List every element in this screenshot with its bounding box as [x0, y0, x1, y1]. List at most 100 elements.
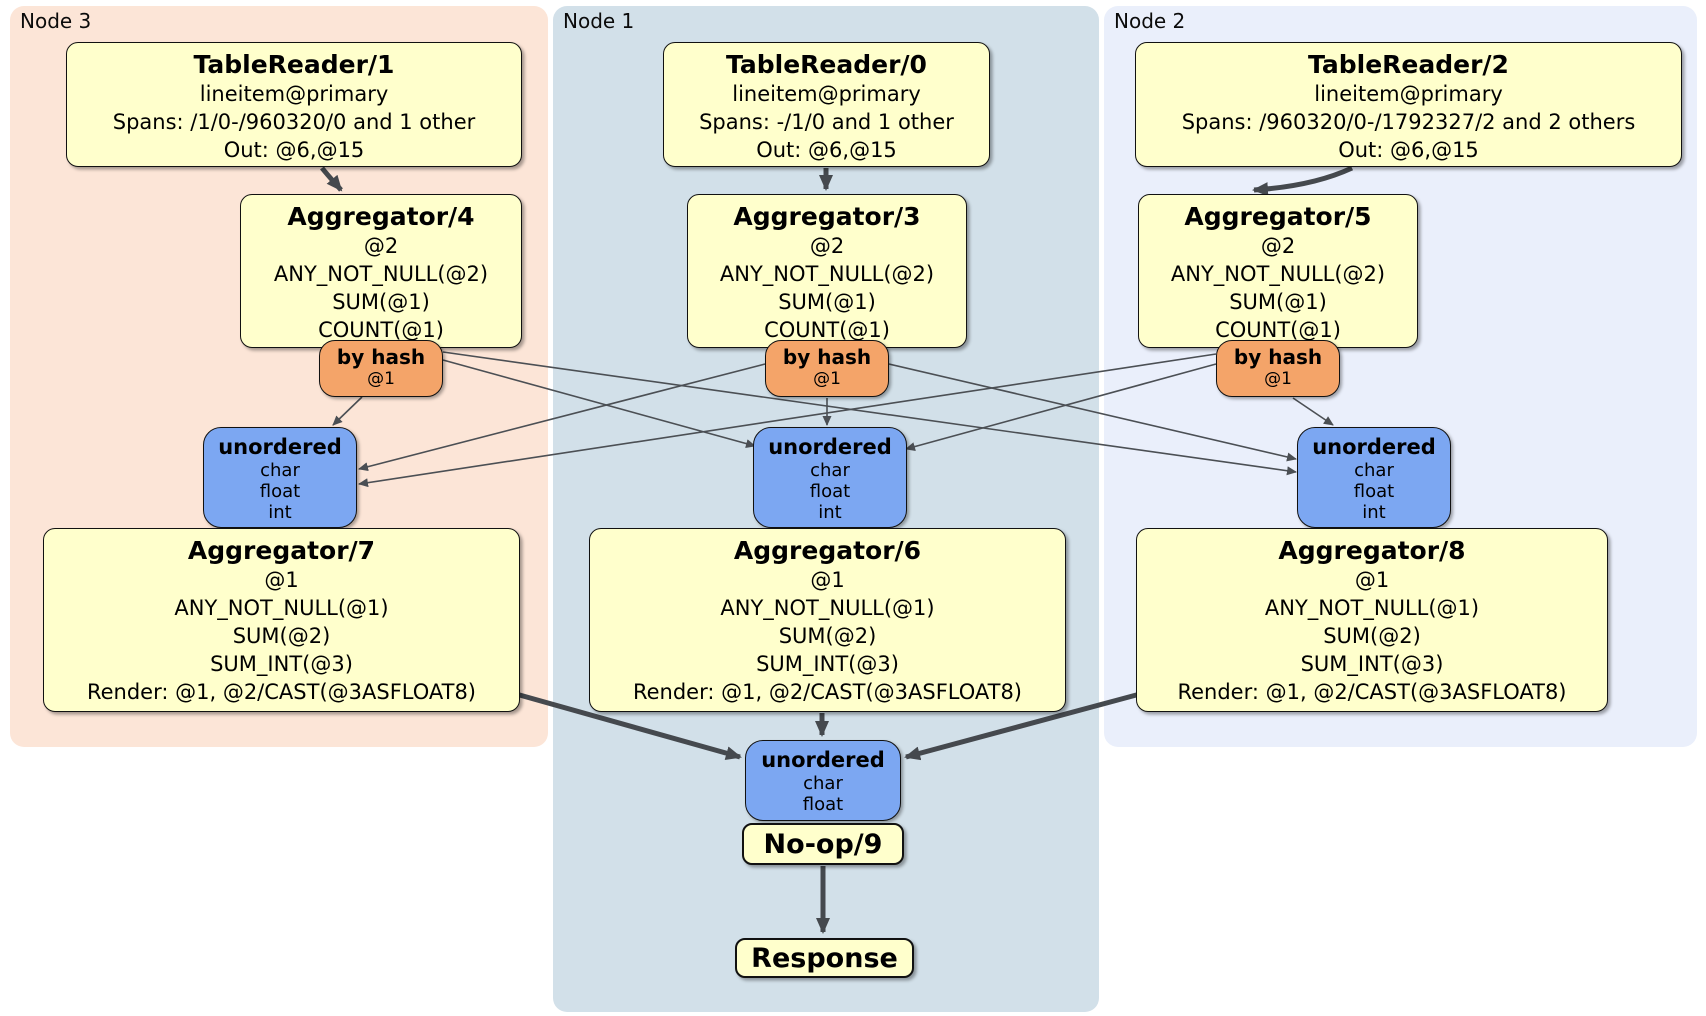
sync-column: char: [810, 460, 850, 481]
sync-title: unordered: [1312, 435, 1436, 459]
processor-fn: COUNT(@1): [764, 318, 890, 342]
processor-out: Out: @6,@15: [756, 138, 897, 162]
router-title: by hash: [336, 345, 426, 369]
processor-title: Aggregator/7: [187, 536, 376, 565]
processor-aggregator-6: Aggregator/6 @1 ANY_NOT_NULL(@1) SUM(@2)…: [589, 528, 1066, 712]
router-columns: @1: [813, 369, 841, 389]
router-columns: @1: [367, 369, 395, 389]
processor-render: Render: @1, @2/CAST(@3ASFLOAT8): [632, 680, 1023, 704]
processor-fn: SUM_INT(@3): [210, 652, 353, 676]
processor-tablereader-1: TableReader/1 lineitem@primary Spans: /1…: [66, 42, 522, 167]
sync-title: unordered: [768, 435, 892, 459]
processor-fn: ANY_NOT_NULL(@1): [1264, 596, 1480, 620]
edge-hash1-sync2: [888, 363, 1297, 462]
processor-group-col: @1: [1354, 568, 1390, 592]
processor-aggregator-4: Aggregator/4 @2 ANY_NOT_NULL(@2) SUM(@1)…: [240, 194, 522, 348]
edge-tr2-agg5: [1252, 165, 1354, 197]
processor-fn: SUM(@2): [1323, 624, 1421, 648]
processor-aggregator-8: Aggregator/8 @1 ANY_NOT_NULL(@1) SUM(@2)…: [1136, 528, 1608, 712]
edge-tr1-agg4: [320, 166, 343, 192]
processor-aggregator-3: Aggregator/3 @2 ANY_NOT_NULL(@2) SUM(@1)…: [687, 194, 967, 348]
sync-column: int: [268, 502, 292, 523]
processor-title: Aggregator/3: [733, 202, 921, 231]
processor-spans: Spans: -/1/0 and 1 other: [699, 110, 954, 134]
hash-router-node2: by hash @1: [1216, 340, 1340, 397]
router-title: by hash: [1233, 345, 1323, 369]
processor-title: TableReader/1: [193, 50, 395, 79]
processor-spans: Spans: /1/0-/960320/0 and 1 other: [112, 110, 476, 134]
processor-fn: ANY_NOT_NULL(@2): [719, 262, 935, 286]
processor-aggregator-7: Aggregator/7 @1 ANY_NOT_NULL(@1) SUM(@2)…: [43, 528, 520, 712]
sync-column: float: [1353, 481, 1395, 502]
processor-title: Response: [751, 942, 898, 974]
router-columns: @1: [1264, 369, 1292, 389]
sync-column: char: [1354, 460, 1394, 481]
processor-fn: COUNT(@1): [1215, 318, 1341, 342]
processor-title: TableReader/0: [726, 50, 927, 79]
edge-hash2-sync3: [358, 353, 1217, 488]
processor-fn: SUM(@2): [232, 624, 331, 648]
processor-fn: ANY_NOT_NULL(@2): [273, 262, 489, 286]
sync-title: unordered: [761, 748, 885, 772]
sync-column: char: [803, 773, 843, 794]
edge-agg7-sync: [515, 691, 742, 760]
processor-title: Aggregator/6: [733, 536, 922, 565]
unordered-sync-final: unordered char float: [745, 740, 901, 821]
edge-hash3-sync3: [332, 396, 363, 426]
processor-fn: SUM(@1): [332, 290, 430, 314]
edge-hash2-sync1: [905, 363, 1217, 451]
processor-fn: SUM_INT(@3): [756, 652, 899, 676]
processor-render: Render: @1, @2/CAST(@3ASFLOAT8): [1177, 680, 1567, 704]
processor-fn: SUM(@2): [778, 624, 877, 648]
processor-group-col: @1: [810, 568, 845, 592]
sync-column: float: [809, 481, 851, 502]
processor-title: TableReader/2: [1308, 50, 1509, 79]
processor-tablereader-0: TableReader/0 lineitem@primary Spans: -/…: [663, 42, 990, 167]
processor-group-col: @2: [809, 234, 845, 258]
processor-group-col: @1: [264, 568, 299, 592]
processor-noop-9: No-op/9: [742, 823, 904, 865]
processor-fn: SUM_INT(@3): [1300, 652, 1444, 676]
processor-spans: Spans: /960320/0-/1792327/2 and 2 others: [1181, 110, 1636, 134]
processor-fn: ANY_NOT_NULL(@1): [720, 596, 935, 620]
sync-column: char: [260, 460, 300, 481]
processor-fn: SUM(@1): [778, 290, 876, 314]
processor-out: Out: @6,@15: [1338, 138, 1479, 162]
edge-agg8-sync: [904, 691, 1141, 761]
sync-column: float: [802, 794, 844, 815]
processor-fn: ANY_NOT_NULL(@1): [174, 596, 389, 620]
processor-detail: lineitem@primary: [1314, 82, 1503, 106]
processor-fn: ANY_NOT_NULL(@2): [1170, 262, 1386, 286]
unordered-sync-node1: unordered char float int: [753, 427, 907, 528]
unordered-sync-node3: unordered char float int: [203, 427, 357, 528]
unordered-sync-node2: unordered char float int: [1297, 427, 1451, 528]
node1-label: Node 1: [563, 9, 635, 33]
processor-fn: SUM(@1): [1229, 290, 1327, 314]
processor-fn: COUNT(@1): [318, 318, 444, 342]
node3-label: Node 3: [20, 9, 92, 33]
sync-column: float: [259, 481, 301, 502]
processor-group-col: @2: [1260, 234, 1296, 258]
processor-group-col: @2: [363, 234, 399, 258]
edge-hash1-sync3: [358, 363, 766, 472]
processor-title: No-op/9: [763, 828, 883, 860]
hash-router-node3: by hash @1: [319, 340, 443, 397]
edge-hash2-sync2: [1292, 397, 1334, 426]
processor-render: Render: @1, @2/CAST(@3ASFLOAT8): [86, 680, 477, 704]
processor-title: Aggregator/8: [1278, 536, 1466, 565]
router-title: by hash: [782, 345, 872, 369]
processor-title: Aggregator/5: [1184, 202, 1372, 231]
sync-title: unordered: [218, 435, 342, 459]
response-node: Response: [735, 938, 914, 978]
processor-detail: lineitem@primary: [199, 82, 389, 106]
processor-title: Aggregator/4: [287, 202, 475, 231]
sync-column: int: [818, 502, 842, 523]
processor-aggregator-5: Aggregator/5 @2 ANY_NOT_NULL(@2) SUM(@1)…: [1138, 194, 1418, 348]
sync-column: int: [1362, 502, 1386, 523]
processor-out: Out: @6,@15: [223, 138, 365, 162]
processor-detail: lineitem@primary: [732, 82, 921, 106]
edge-hash3-sync2: [442, 351, 1297, 476]
hash-router-node1: by hash @1: [765, 340, 889, 397]
